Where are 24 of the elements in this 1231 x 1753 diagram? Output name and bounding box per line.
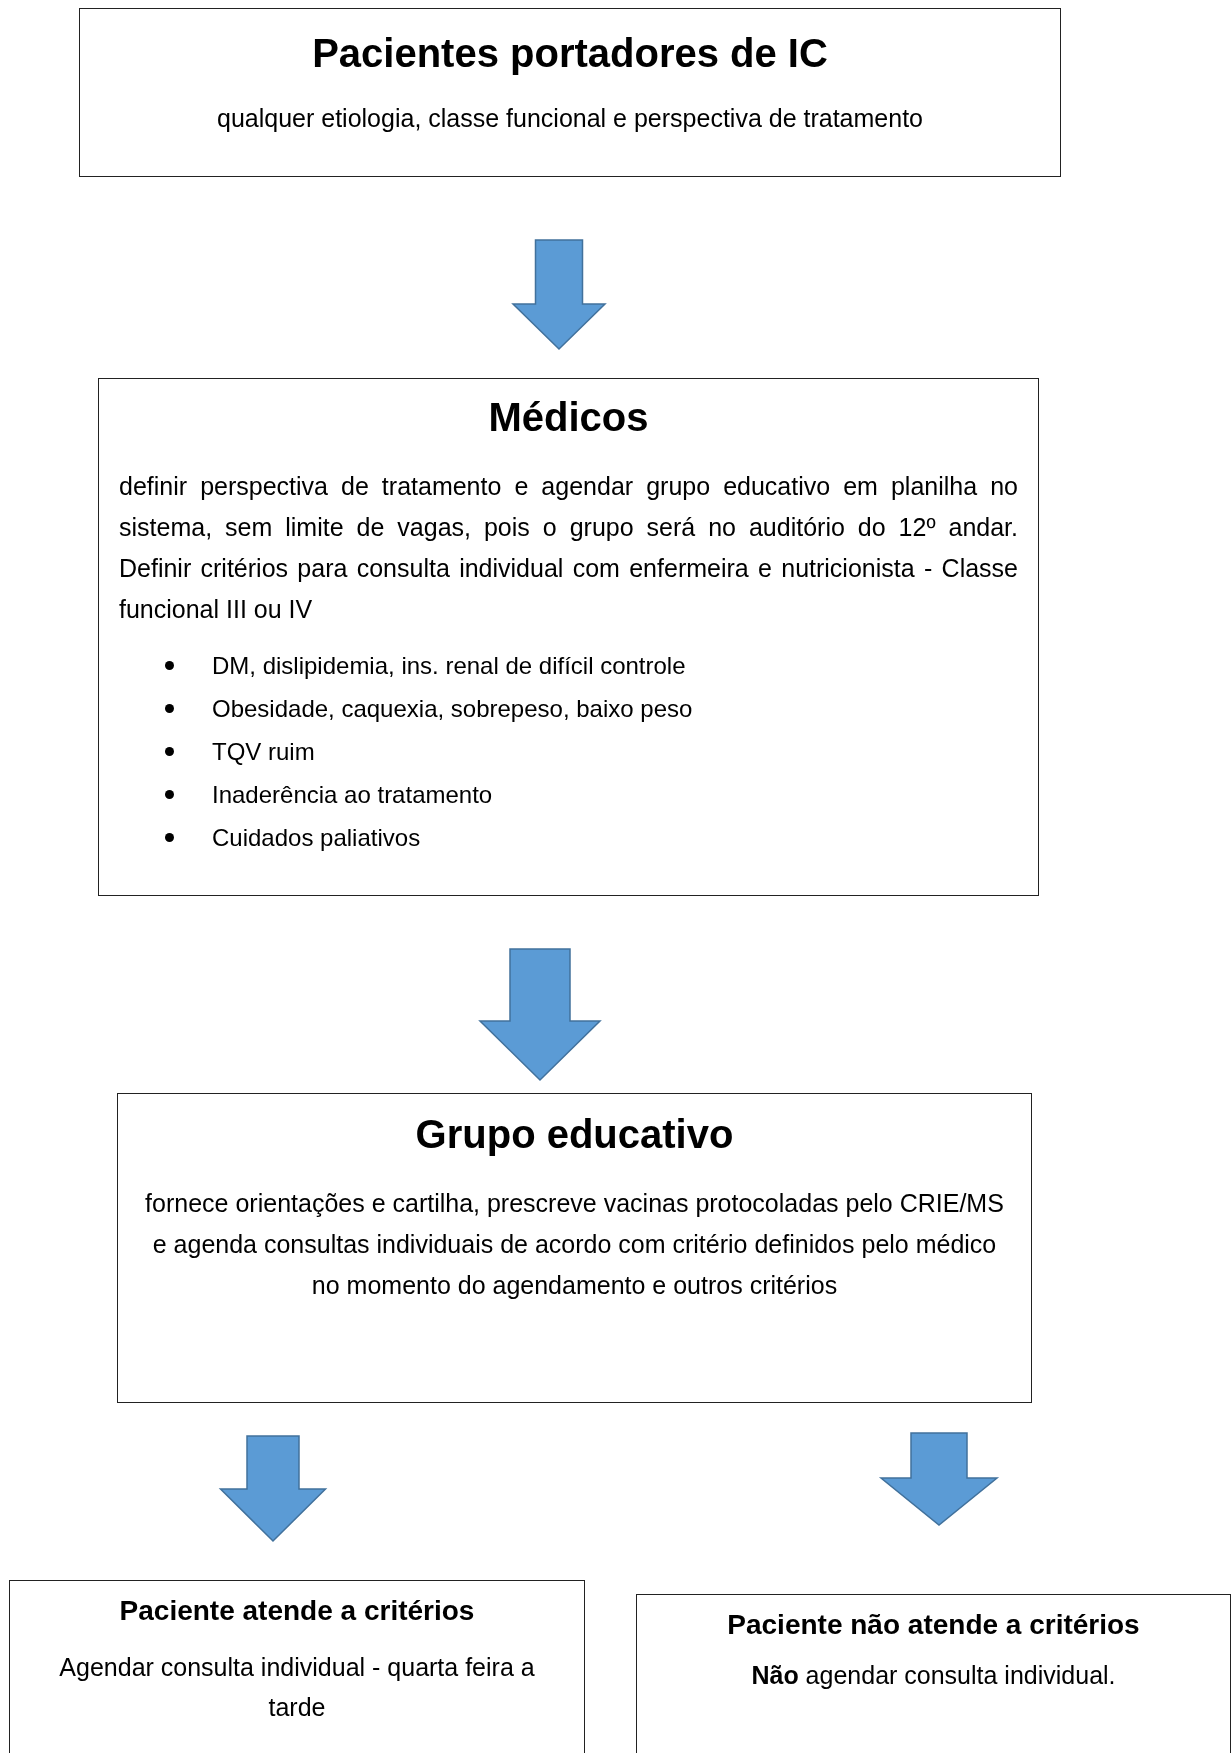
list-item: Inaderência ao tratamento (212, 781, 493, 808)
list-item: Obesidade, caquexia, sobrepeso, baixo peso (212, 695, 693, 722)
box-heading: Pacientes portadores de IC (312, 31, 828, 76)
list-item: TQV ruim (212, 738, 315, 765)
block-arrow (218, 1435, 328, 1543)
box-description: definir perspectiva de tratamento e agendar grupo educativo em planilha no sistema, sem limite de vagas, pois o grupo será no auditório do 12º andar. Definir critérios para consulta individual com enfermeira e nutricionista - Classe funcional III ou IV (119, 472, 1018, 623)
box-heading: Grupo educativo (415, 1112, 734, 1157)
process-box (636, 1594, 1231, 1753)
process-box (98, 378, 1039, 896)
box-description: qualquer etiologia, classe funcional e perspectiva de tratamento (217, 104, 923, 133)
process-box (79, 8, 1061, 177)
process-box (9, 1580, 585, 1753)
box-heading: Paciente não atende a critérios (727, 1609, 1140, 1641)
block-arrow (511, 239, 607, 351)
block-arrow (878, 1432, 1000, 1526)
box-heading: Médicos (488, 395, 649, 440)
box-description: Agendar consulta individual - quarta feira a tarde (58, 1652, 536, 1723)
block-arrow (478, 948, 602, 1082)
list-item: Cuidados paliativos (212, 824, 421, 851)
list-item: DM, dislipidemia, ins. renal de difícil controle (212, 652, 686, 679)
box-description: fornece orientações e cartilha, prescreve vacinas protocoladas pelo CRIE/MS e agenda consultas individuais de acordo com critério definidos pelo médico no momento do agendamento e outros critérios (144, 1188, 1005, 1301)
process-box (117, 1093, 1032, 1403)
box-heading: Paciente atende a critérios (119, 1595, 475, 1627)
box-description: Não agendar consulta individual. (751, 1661, 1116, 1690)
